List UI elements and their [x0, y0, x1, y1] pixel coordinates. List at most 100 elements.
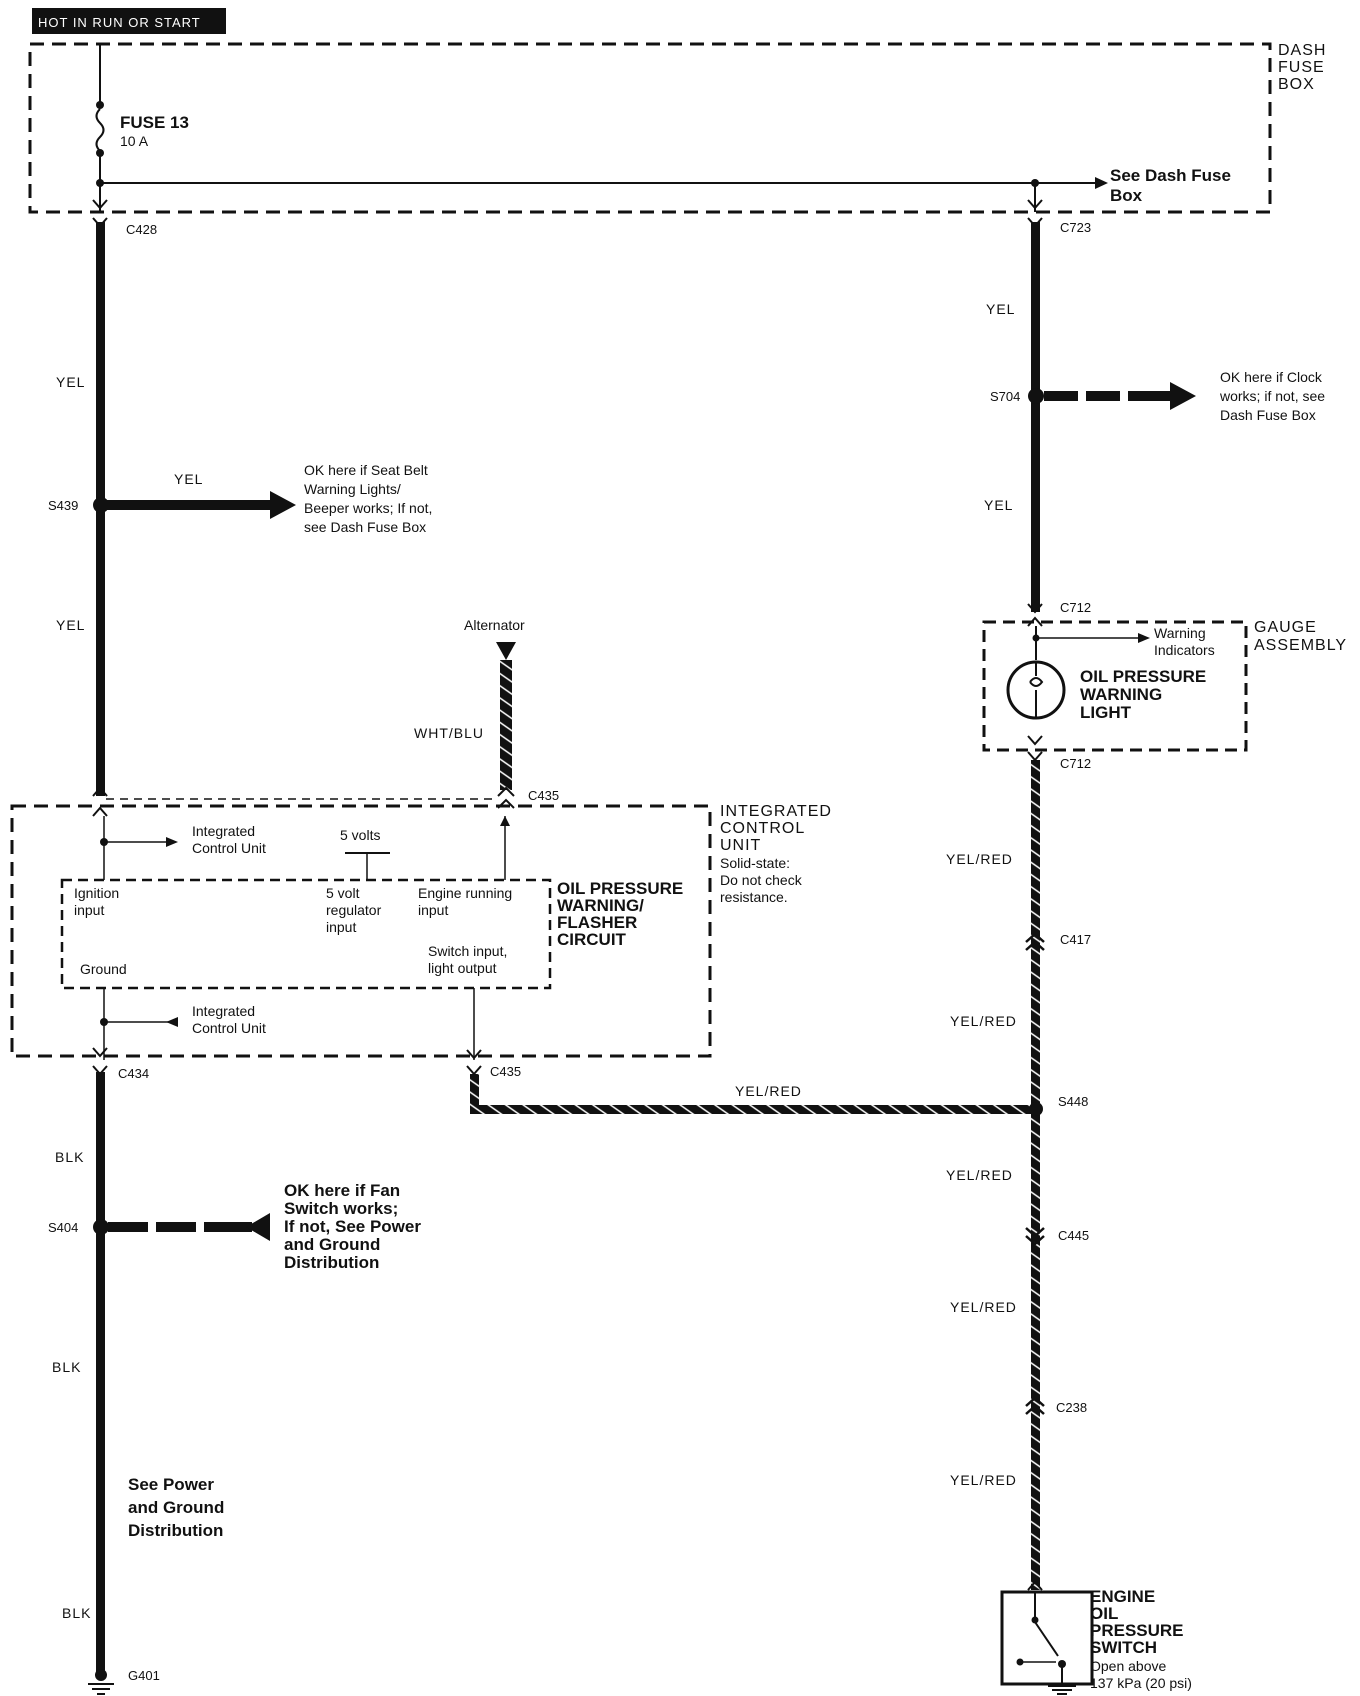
- icu-frame: [10, 804, 712, 1058]
- s448-splice: [1029, 1102, 1043, 1116]
- svg-text:Distribution: Distribution: [284, 1253, 379, 1272]
- five-volts-label: 5 volts: [340, 827, 380, 843]
- yel-red-label-4: YEL/RED: [946, 1167, 1013, 1183]
- svg-text:See Power: See Power: [128, 1475, 214, 1494]
- svg-text:Distribution: Distribution: [128, 1521, 223, 1540]
- svg-text:FLASHER: FLASHER: [557, 913, 637, 932]
- dash-fuse-box-frame: [28, 42, 1272, 214]
- svg-text:Beeper works; If not,: Beeper works; If not,: [304, 500, 432, 516]
- s404-branch-wire: [108, 1222, 252, 1232]
- g401-ground-icon: [88, 1683, 114, 1695]
- yel-red-label-2: YEL/RED: [950, 1013, 1017, 1029]
- s448-label: S448: [1058, 1094, 1088, 1109]
- icu-ref-top-label: Integrated Control Unit: [192, 823, 266, 856]
- svg-text:ENGINE: ENGINE: [1090, 1587, 1155, 1606]
- c434-connector-symbol: [92, 1047, 108, 1076]
- svg-text:WARNING: WARNING: [1080, 685, 1162, 704]
- wht-blu-wire: [500, 660, 512, 790]
- svg-text:OK here if Seat Belt: OK here if Seat Belt: [304, 462, 428, 478]
- regulator-input-label: 5 volt regulator input: [326, 885, 382, 935]
- yel-red-wire-right: [1031, 760, 1040, 1590]
- blk-label-3: BLK: [62, 1605, 91, 1621]
- svg-text:Open above: Open above: [1090, 1658, 1166, 1674]
- s404-label: S404: [48, 1220, 78, 1235]
- svg-text:See Dash Fuse: See Dash Fuse: [1110, 166, 1231, 185]
- svg-text:Ignition: Ignition: [74, 885, 119, 901]
- svg-text:Integrated: Integrated: [192, 823, 255, 839]
- yel-red-label-horizontal: YEL/RED: [735, 1083, 802, 1099]
- svg-text:input: input: [326, 919, 356, 935]
- c445-connector-symbol: [1025, 1227, 1045, 1246]
- alternator-label: Alternator: [464, 617, 525, 633]
- svg-text:LIGHT: LIGHT: [1080, 703, 1132, 722]
- engine-running-arrow: [500, 816, 510, 826]
- flasher-circuit-title: OIL PRESSURE WARNING/ FLASHER CIRCUIT: [557, 879, 683, 949]
- blk-label-2: BLK: [52, 1359, 81, 1375]
- s404-splice: [93, 1219, 109, 1235]
- blk-wire-left: [96, 1072, 105, 1672]
- switch-pivot: [1031, 1616, 1039, 1624]
- svg-text:Warning: Warning: [1154, 625, 1206, 641]
- yel-red-horizontal: [470, 1105, 1040, 1114]
- c445-label: C445: [1058, 1228, 1089, 1243]
- svg-text:SWITCH: SWITCH: [1090, 1638, 1157, 1657]
- s704-splice: [1028, 388, 1044, 404]
- clock-note: OK here if Clock works; if not, see Dash…: [1219, 369, 1325, 423]
- s439-label: S439: [48, 498, 78, 513]
- s704-branch-wire: [1044, 391, 1172, 401]
- yel-wire-right: [1031, 222, 1040, 612]
- c417-connector-symbol: [1025, 932, 1045, 951]
- g401-label: G401: [128, 1668, 160, 1683]
- icu-ref-top-arrow: [166, 837, 178, 847]
- svg-text:CONTROL: CONTROL: [720, 820, 805, 837]
- yel-red-label-1: YEL/RED: [946, 851, 1013, 867]
- fan-note: OK here if Fan Switch works; If not, See…: [284, 1181, 421, 1272]
- c723-label: C723: [1060, 220, 1091, 235]
- power-label: HOT IN RUN OR START: [38, 15, 201, 30]
- c428-label: C428: [126, 222, 157, 237]
- c712-bottom-label: C712: [1060, 756, 1091, 771]
- svg-text:5 volt: 5 volt: [326, 885, 360, 901]
- c435-top-label: C435: [528, 788, 559, 803]
- svg-text:BOX: BOX: [1278, 76, 1315, 93]
- oil-switch-top-connector-symbol: [1027, 1580, 1043, 1591]
- svg-text:and Ground: and Ground: [128, 1498, 224, 1517]
- yel-red-label-5: YEL/RED: [950, 1299, 1017, 1315]
- c238-connector-symbol: [1025, 1396, 1045, 1415]
- svg-text:input: input: [74, 902, 104, 918]
- svg-text:137 kPa (20 psi): 137 kPa (20 psi): [1090, 1675, 1192, 1691]
- svg-text:works; if not, see: works; if not, see: [1219, 388, 1325, 404]
- s439-branch-arrow: [270, 491, 296, 519]
- yel-label-left-2: YEL: [56, 617, 85, 633]
- oil-pressure-light-label: OIL PRESSURE WARNING LIGHT: [1080, 667, 1206, 722]
- yel-label-left-1: YEL: [56, 374, 85, 390]
- svg-text:CIRCUIT: CIRCUIT: [557, 930, 627, 949]
- c712-top-label: C712: [1060, 600, 1091, 615]
- svg-text:Indicators: Indicators: [1154, 642, 1215, 658]
- svg-text:Control Unit: Control Unit: [192, 840, 266, 856]
- seatbelt-note: OK here if Seat Belt Warning Lights/ Bee…: [304, 462, 432, 535]
- oil-switch-spec: Open above 137 kPa (20 psi): [1090, 1658, 1192, 1691]
- icu-ref-bottom-arrow: [166, 1017, 178, 1027]
- icu-title: INTEGRATED CONTROL UNIT: [720, 803, 832, 854]
- svg-text:FUSE: FUSE: [1278, 59, 1325, 76]
- g401-node: [95, 1669, 107, 1681]
- yel-label-branch: YEL: [174, 471, 203, 487]
- svg-text:ASSEMBLY: ASSEMBLY: [1254, 637, 1347, 654]
- icu-left-top-connector-symbol: [92, 786, 108, 817]
- blk-label-1: BLK: [55, 1149, 84, 1165]
- yel-red-label-6: YEL/RED: [950, 1472, 1017, 1488]
- s404-branch-arrow: [246, 1213, 270, 1241]
- svg-text:Integrated: Integrated: [192, 1003, 255, 1019]
- s704-label: S704: [990, 389, 1020, 404]
- svg-text:Solid-state:: Solid-state:: [720, 855, 790, 871]
- svg-text:see Dash Fuse Box: see Dash Fuse Box: [304, 519, 426, 535]
- s704-branch-arrow: [1170, 382, 1196, 410]
- svg-text:OK here if Fan: OK here if Fan: [284, 1181, 400, 1200]
- c417-label: C417: [1060, 932, 1091, 947]
- svg-text:resistance.: resistance.: [720, 889, 788, 905]
- svg-text:INTEGRATED: INTEGRATED: [720, 803, 832, 820]
- c435-bottom-label: C435: [490, 1064, 521, 1079]
- yel-label-right-1: YEL: [986, 301, 1015, 317]
- svg-text:OIL: OIL: [1090, 1604, 1118, 1623]
